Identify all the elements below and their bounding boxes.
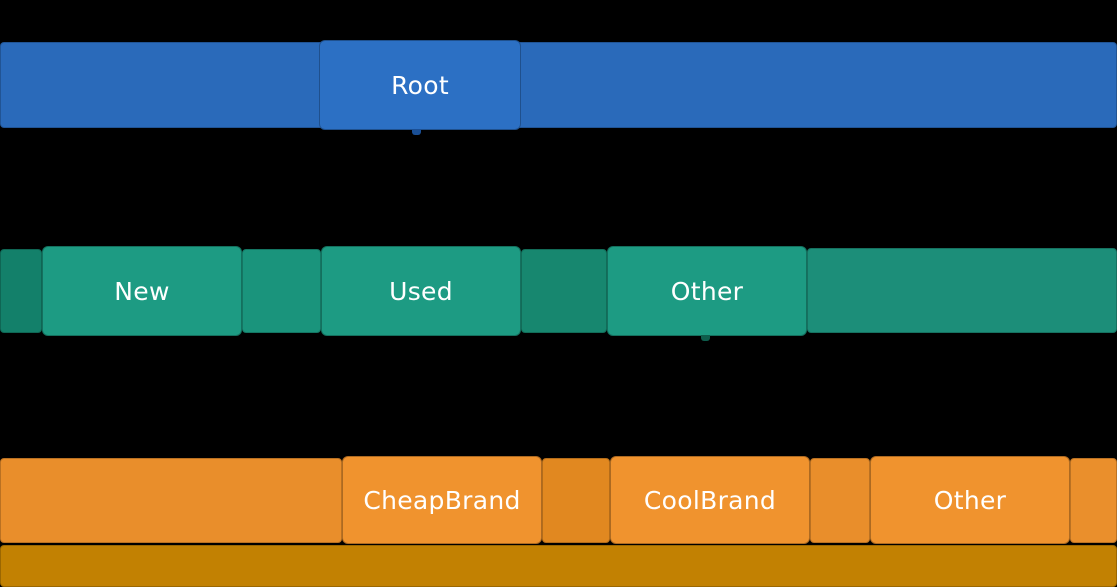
level-1-segment <box>0 42 1117 128</box>
node-label: CheapBrand <box>363 485 521 515</box>
level-1-node-root[interactable]: Root <box>319 40 521 130</box>
node-label: Used <box>389 276 453 306</box>
level-2-connector-notch <box>701 335 710 341</box>
level-2-segment <box>0 249 42 333</box>
level-3-node-other[interactable]: Other <box>870 456 1070 544</box>
level-3-node-coolbrand[interactable]: CoolBrand <box>610 456 810 544</box>
level-3-segment <box>810 458 870 543</box>
level-3-segment <box>0 458 342 543</box>
node-label: CoolBrand <box>643 485 777 515</box>
level-2-segment <box>807 248 1117 333</box>
level-2-node-other[interactable]: Other <box>607 246 807 336</box>
node-label: Other <box>670 276 744 306</box>
level-3-segment <box>1070 458 1117 543</box>
node-label: Other <box>933 485 1007 515</box>
node-label: Root <box>391 70 449 100</box>
level-2-node-used[interactable]: Used <box>321 246 521 336</box>
level-4-segment <box>0 545 1117 587</box>
level-2-segment <box>242 249 321 333</box>
level-2-segment <box>521 249 607 333</box>
node-label: New <box>114 276 170 306</box>
level-2-node-new[interactable]: New <box>42 246 242 336</box>
level-3-segment <box>542 458 610 543</box>
level-3-node-cheapbrand[interactable]: CheapBrand <box>342 456 542 544</box>
level-1-connector-notch <box>412 129 421 135</box>
